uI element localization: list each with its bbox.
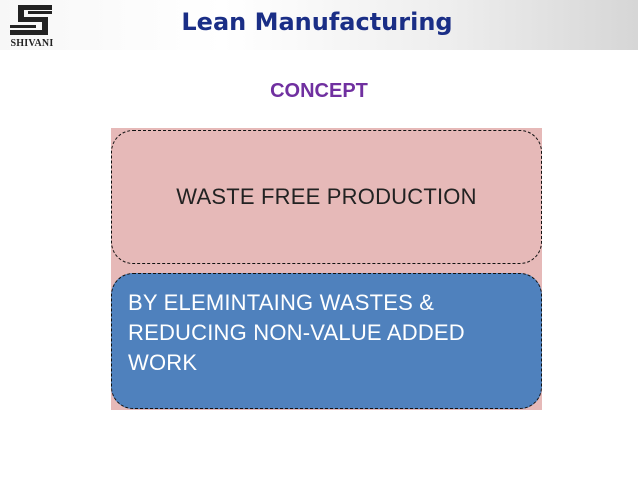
s-logo-icon [10, 5, 52, 35]
logo-text: SHIVANI [10, 38, 54, 49]
concept-line-1: BY ELEMINTAING WASTES & [128, 290, 435, 315]
concept-box-top: WASTE FREE PRODUCTION [111, 130, 542, 264]
header-band [0, 0, 638, 50]
slide-subtitle: CONCEPT [270, 80, 368, 102]
concept-box-bottom: BY ELEMINTAING WASTES & REDUCING NON-VAL… [111, 273, 542, 409]
concept-line-3: WORK [128, 350, 198, 375]
shivani-logo: SHIVANI [4, 4, 60, 50]
concept-line-2: REDUCING NON-VALUE ADDED [128, 320, 465, 345]
concept-box-top-text: WASTE FREE PRODUCTION [176, 184, 477, 209]
page-title: Lean Manufacturing [181, 8, 453, 36]
